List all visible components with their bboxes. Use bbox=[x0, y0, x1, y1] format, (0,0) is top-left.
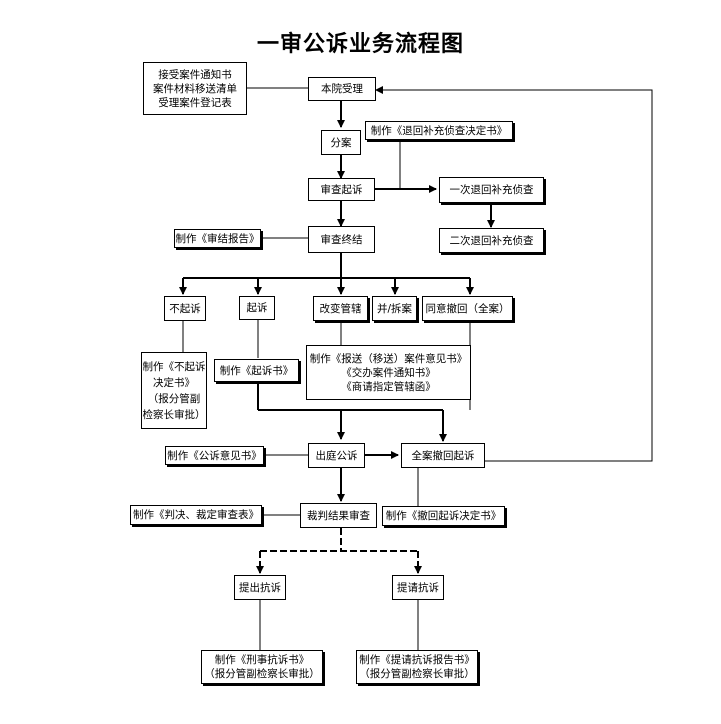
doc-no-prosecution-line-3: （报分管副 bbox=[147, 392, 201, 405]
node-assign: 分案 bbox=[321, 130, 361, 155]
doc-judgment-review: 制作《判决、裁定审查表》 bbox=[130, 505, 262, 525]
doc-public-opinion: 制作《公诉意见书》 bbox=[165, 446, 264, 465]
doc-no-prosecution-line-4: 检察长审批） bbox=[142, 408, 206, 421]
doc-criminal-appeal-line-1: 制作《刑事抗诉书》 bbox=[214, 654, 310, 666]
arrow-feedback-loop bbox=[375, 86, 653, 462]
doc-return-supplementary: 制作《退回补充侦查决定书》 bbox=[365, 121, 513, 140]
node-court-prosecution: 出庭公诉 bbox=[308, 443, 365, 468]
doc-criminal-appeal: 制作《刑事抗诉书》 （报分管副检察长审批） bbox=[201, 650, 323, 684]
receive-docs-line-1: 接受案件通知书 bbox=[158, 68, 232, 81]
node-withdraw-all: 全案撤回起诉 bbox=[401, 443, 485, 468]
node-request-appeal: 提请抗诉 bbox=[392, 575, 444, 600]
doc-jurisdiction: 制作《报送（移送）案件意见书》 《交办案件通知书》 《商请指定管辖函》 bbox=[306, 345, 471, 400]
doc-jurisdiction-line-3: 《商请指定管辖函》 bbox=[341, 380, 436, 393]
node-accept: 本院受理 bbox=[308, 77, 376, 101]
node-agree-withdraw: 同意撤回（全案） bbox=[422, 296, 513, 321]
node-judgment-review: 裁判结果审查 bbox=[300, 503, 377, 528]
doc-criminal-appeal-line-2: （报分管副检察长审批） bbox=[204, 668, 320, 680]
receive-docs-box: 接受案件通知书 案件材料移送清单 受理案件登记表 bbox=[143, 62, 247, 115]
doc-request-appeal-line-2: （报分管副检察长审批） bbox=[359, 668, 475, 680]
node-change-jurisdiction: 改变管辖 bbox=[313, 296, 368, 321]
node-no-prosecution: 不起诉 bbox=[164, 296, 206, 321]
receive-docs-line-2: 案件材料移送清单 bbox=[153, 82, 237, 95]
node-merge-split: 并/拆案 bbox=[372, 296, 417, 321]
doc-request-appeal-line-1: 制作《提请抗诉报告书》 bbox=[359, 654, 475, 666]
doc-review-conclusion: 制作《审结报告》 bbox=[174, 229, 261, 248]
doc-no-prosecution-line-1: 制作《不起诉 bbox=[142, 360, 206, 373]
doc-indictment: 制作《起诉书》 bbox=[214, 359, 299, 382]
node-second-return: 二次退回补充侦查 bbox=[439, 228, 544, 253]
node-prosecution: 起诉 bbox=[239, 296, 275, 320]
doc-no-prosecution-line-2: 决定书》 bbox=[153, 376, 195, 389]
doc-jurisdiction-line-2: 《交办案件通知书》 bbox=[341, 366, 436, 379]
node-review-end: 审查终结 bbox=[308, 226, 375, 253]
node-appeal: 提出抗诉 bbox=[234, 575, 286, 600]
doc-jurisdiction-line-1: 制作《报送（移送）案件意见书》 bbox=[309, 352, 468, 365]
node-first-return: 一次退回补充侦查 bbox=[439, 177, 544, 203]
doc-no-prosecution: 制作《不起诉 决定书》 （报分管副 检察长审批） bbox=[141, 352, 207, 429]
doc-request-appeal: 制作《提请抗诉报告书》 （报分管副检察长审批） bbox=[356, 650, 478, 684]
node-review-prosecution: 审查起诉 bbox=[308, 178, 375, 201]
doc-withdraw-prosecution: 制作《撤回起诉决定书》 bbox=[382, 506, 505, 526]
receive-docs-line-3: 受理案件登记表 bbox=[158, 96, 232, 109]
page-title: 一审公诉业务流程图 bbox=[256, 32, 464, 57]
